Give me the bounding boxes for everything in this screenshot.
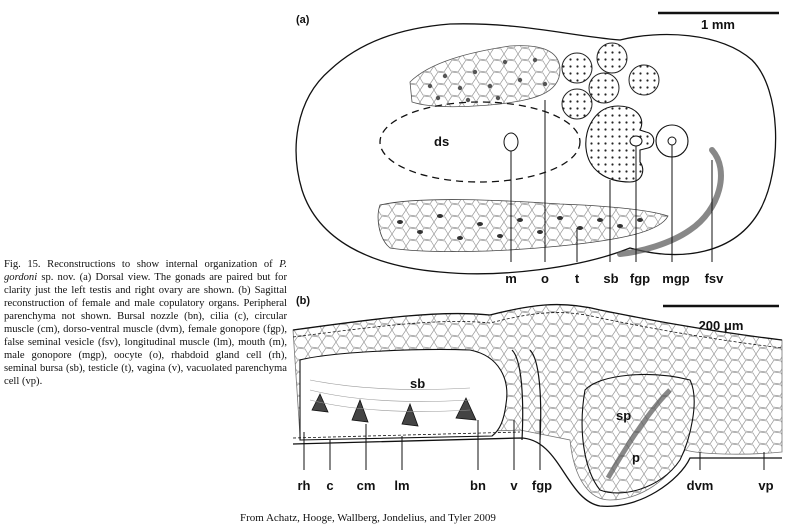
- ventral-epidermis: [292, 437, 782, 507]
- bursa-fibers: [309, 379, 471, 412]
- label-fgp-b: fgp: [532, 478, 552, 493]
- figure-caption: Fig. 15. Reconstructions to show interna…: [4, 259, 287, 387]
- seminal-bursa-chamber: [299, 348, 508, 441]
- mouth: [503, 132, 519, 152]
- scale-label-a: 1 mm: [701, 17, 735, 32]
- label-t: t: [575, 271, 580, 286]
- label-v: v: [510, 478, 518, 493]
- panel-b: (b) 200 μm sb sp p: [292, 295, 783, 507]
- panel-b-label: (b): [296, 295, 310, 307]
- label-mgp: mgp: [662, 271, 690, 286]
- seminal-path: [605, 388, 672, 480]
- label-vp: vp: [758, 478, 773, 493]
- label-dvm: dvm: [687, 478, 714, 493]
- dorsal-epidermis: [292, 303, 783, 341]
- label-p: p: [632, 450, 640, 465]
- label-lm: lm: [394, 478, 409, 493]
- ventral-muscle: [292, 431, 521, 439]
- large-oocytes: [561, 42, 660, 120]
- figure-source: From Achatz, Hooge, Wallberg, Jondelius,…: [240, 512, 496, 524]
- oocyte-nuclei: [427, 57, 548, 103]
- panel-b-labels: rh c cm lm bn v fgp dvm vp: [298, 478, 774, 493]
- false-seminal-vesicle: [617, 147, 724, 257]
- oocyte-cluster: [409, 45, 561, 108]
- panel-a-label: (a): [296, 14, 310, 26]
- label-ds: ds: [434, 134, 449, 149]
- label-bn: bn: [470, 478, 486, 493]
- label-rh: rh: [298, 478, 311, 493]
- panel-b-leaders: [303, 420, 765, 470]
- dorsal-muscle: [292, 312, 783, 349]
- panel-a-labels: m o t sb fgp mgp fsv: [505, 271, 724, 286]
- label-fsv: fsv: [705, 271, 725, 286]
- label-c: c: [326, 478, 333, 493]
- male-gonopore: [667, 136, 677, 146]
- bursal-nozzles: [311, 393, 477, 427]
- vagina: [511, 349, 524, 441]
- testis-band: [377, 199, 669, 253]
- label-cm: cm: [357, 478, 376, 493]
- seminal-bursa: [585, 105, 655, 183]
- female-gonopore: [629, 135, 643, 147]
- label-sb-inner: sb: [410, 376, 425, 391]
- label-sp: sp: [616, 408, 631, 423]
- label-m: m: [505, 271, 517, 286]
- label-sb: sb: [603, 271, 618, 286]
- panel-a-leaders: [510, 100, 713, 262]
- digestive-syncytium: [379, 101, 581, 183]
- label-fgp: fgp: [630, 271, 650, 286]
- panel-a: (a) 1 mm ds: [295, 11, 779, 286]
- label-o: o: [541, 271, 549, 286]
- testis-cells: [397, 214, 643, 240]
